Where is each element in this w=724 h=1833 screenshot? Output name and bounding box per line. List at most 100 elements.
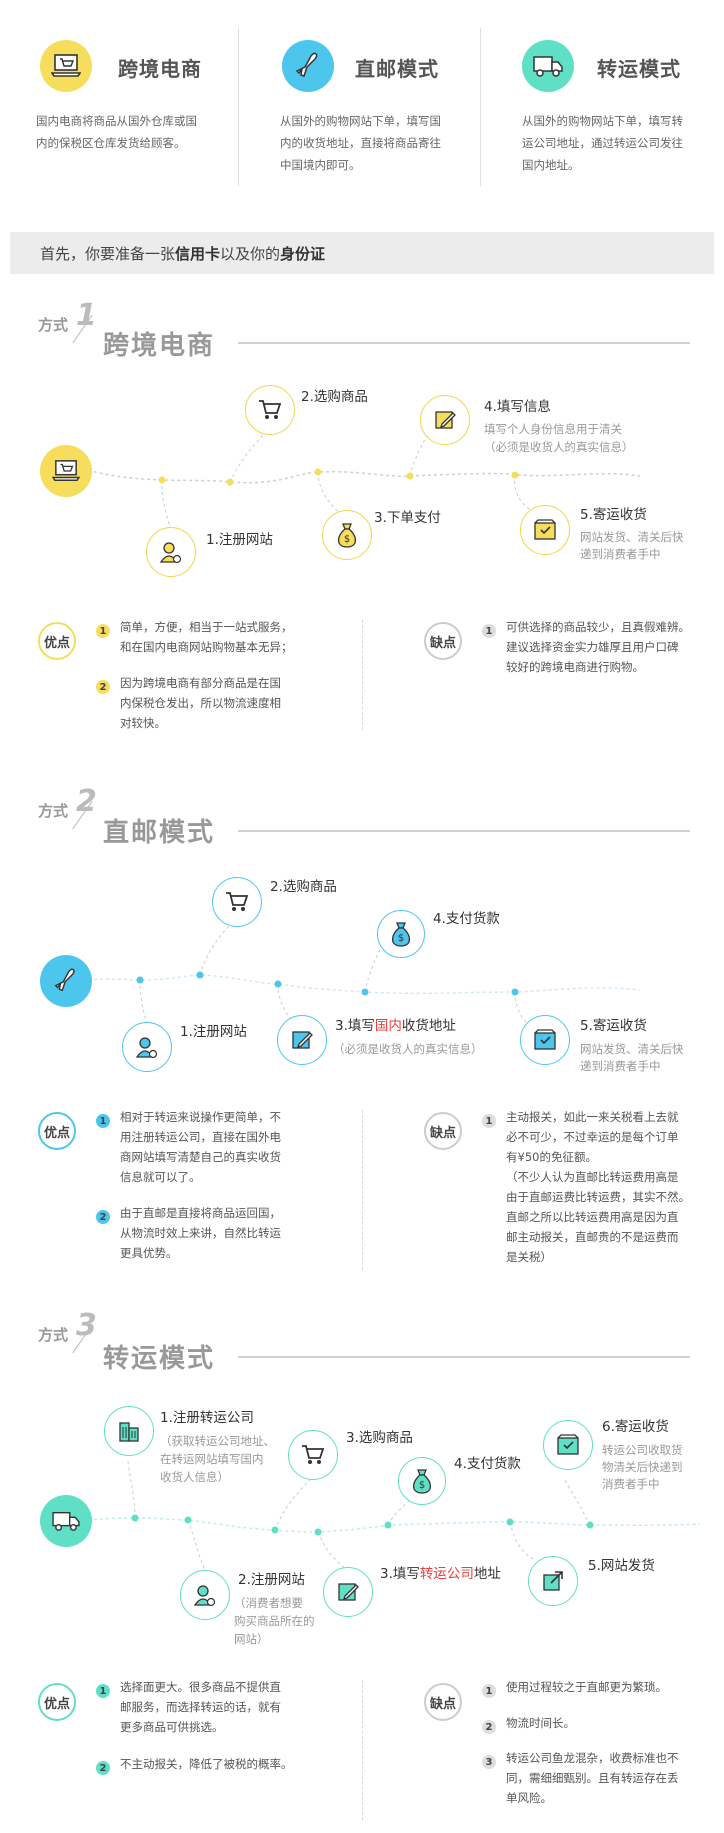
section-3-pro-1-text: 选择面更大。很多商品不提供直邮服务，而选择转运的话，就有更多商品可供挑选。 xyxy=(120,1680,281,1734)
section-3-pros-tag: 优点 xyxy=(38,1683,76,1721)
section-3-step-6-note-2: 物清关后快递到 xyxy=(602,1460,683,1474)
intro-cross-border-icon xyxy=(40,40,92,92)
section-3-divider xyxy=(362,1680,363,1820)
section-3-rule xyxy=(238,1356,690,1358)
section-1-title: 跨境电商 xyxy=(103,331,216,361)
section-1-step-4-note-2: （必须是收货人的真实信息） xyxy=(484,440,634,454)
money-bag-icon: $ xyxy=(398,1457,446,1505)
section-2-step-5-note-1: 网站发货、清关后快 xyxy=(580,1042,684,1056)
section-3-step-6-note-3: 消费者手中 xyxy=(602,1477,660,1491)
section-3-pro-2-number: 2 xyxy=(96,1761,110,1775)
shopping-cart-icon xyxy=(212,877,262,927)
section-1-rule xyxy=(238,342,690,344)
section-2-step-5-note-2: 递到消费者手中 xyxy=(580,1059,661,1073)
section-2-step-4: 4.支付货款 xyxy=(433,911,500,927)
intro-forwarding-icon xyxy=(522,40,574,92)
section-3-step-6: 6.寄运收货 xyxy=(602,1419,669,1435)
delivery-box-icon xyxy=(543,1420,593,1470)
banner-text-pre: 首先，你要准备一张 xyxy=(40,244,176,263)
section-3-con-1-number: 1 xyxy=(482,1684,496,1698)
section-3-step-1: 1.注册转运公司 xyxy=(160,1410,254,1426)
section-3-step-2: 2.注册网站 xyxy=(238,1572,305,1588)
section-3-step-1-note-2: 在转运网站填写国内 xyxy=(160,1452,264,1466)
section-1-way-label: 方式 xyxy=(38,316,69,334)
section-2-rule xyxy=(238,830,690,832)
section-3-step-5: 5.网站发货 xyxy=(588,1558,655,1574)
section-3-step-2-note-2: 购买商品所在的 xyxy=(234,1614,315,1628)
section-3-con-1-text: 使用过程较之于直邮更为繁琐。 xyxy=(506,1680,667,1694)
section-2-pro-2-number: 2 xyxy=(96,1210,110,1224)
section-1-step-5: 5.寄运收货 xyxy=(580,507,647,523)
section-2-step-5: 5.寄运收货 xyxy=(580,1018,647,1034)
ship-out-icon xyxy=(528,1556,578,1606)
fill-form-icon xyxy=(420,395,470,445)
intro-desc-cross-border: 国内电商将商品从国外仓库或国内的保税区仓库发货给顾客。 xyxy=(36,114,197,150)
section-1-step-2: 2.选购商品 xyxy=(301,389,368,405)
section-2-divider xyxy=(362,1110,363,1270)
section-3-step-1-note-3: 收货人信息） xyxy=(160,1470,229,1484)
banner-credit-card: 信用卡 xyxy=(175,244,221,263)
section-1-number: 1 xyxy=(76,298,97,333)
svg-text:$: $ xyxy=(419,1480,425,1491)
section-2-con-1-text: 主动报关，如此一来关税看上去就必不可少，不过幸运的是每个订单有¥50的免征额。（… xyxy=(506,1110,690,1264)
section-3-pro-1-number: 1 xyxy=(96,1684,110,1698)
intro-title-direct-mail: 直邮模式 xyxy=(355,57,439,81)
intro-desc-forwarding: 从国外的购物网站下单，填写转运公司地址，通过转运公司发往国内地址。 xyxy=(522,114,683,172)
section-2-step-1: 1.注册网站 xyxy=(180,1024,247,1040)
section-3-step-3: 3.选购商品 xyxy=(346,1430,413,1446)
section-1-cons-tag: 缺点 xyxy=(424,622,462,660)
section-2-title: 直邮模式 xyxy=(103,818,216,848)
section-3-start-icon xyxy=(40,1495,92,1547)
section-2-pros-tag: 优点 xyxy=(38,1112,76,1150)
section-3-cons-tag: 缺点 xyxy=(424,1683,462,1721)
section-2-con-1-number: 1 xyxy=(482,1114,496,1128)
svg-text:$: $ xyxy=(398,933,404,944)
register-user-icon xyxy=(180,1570,230,1620)
shopping-cart-icon xyxy=(245,385,295,435)
building-icon xyxy=(104,1406,154,1456)
section-1-step-5-note-1: 网站发货、清关后快 xyxy=(580,530,684,544)
intro-title-cross-border: 跨境电商 xyxy=(118,57,202,81)
section-3-step-2-note-3: 网站） xyxy=(234,1632,269,1646)
intro-divider xyxy=(238,28,239,186)
section-2-start-icon xyxy=(40,955,92,1007)
section-2-step-3-note: （必须是收货人的真实信息） xyxy=(333,1042,483,1056)
section-3-step-6-note-1: 转运公司收取货 xyxy=(602,1443,683,1457)
section-1-step-1: 1.注册网站 xyxy=(206,532,273,548)
section-1-pro-2-text: 因为跨境电商有部分商品是在国内保税仓发出，所以物流速度相对较快。 xyxy=(120,676,281,730)
banner-id-card: 身份证 xyxy=(280,244,326,263)
section-2-number: 2 xyxy=(76,784,97,819)
section-2-step-3: 3.填写国内收货地址 xyxy=(335,1018,456,1034)
section-1-pros-tag: 优点 xyxy=(38,622,76,660)
section-1-con-1-text: 可供选择的商品较少，且真假难辨。建议选择资金实力雄厚且用户口碑较好的跨境电商进行… xyxy=(506,620,690,674)
section-1-step-4: 4.填写信息 xyxy=(484,399,551,415)
section-3-step-4: 4.支付货款 xyxy=(454,1456,521,1472)
banner-text-mid: 以及你的 xyxy=(220,244,281,263)
section-2-cons-tag: 缺点 xyxy=(424,1112,462,1150)
section-1-step-5-note-2: 递到消费者手中 xyxy=(580,547,661,561)
section-1-divider xyxy=(362,620,363,730)
intro-direct-mail-icon xyxy=(282,40,334,92)
section-3-step-3b: 3.填写转运公司地址 xyxy=(380,1566,501,1582)
section-3-con-2-text: 物流时间长。 xyxy=(506,1716,575,1730)
section-1-step-4-note-1: 填写个人身份信息用于清关 xyxy=(484,422,622,436)
section-2-pro-2-text: 由于直邮是直接将商品运回国，从物流时效上来讲，自然比转运更具优势。 xyxy=(120,1206,281,1260)
fill-form-icon xyxy=(323,1567,373,1617)
section-3-way-label: 方式 xyxy=(38,1326,69,1344)
section-1-step-3: 3.下单支付 xyxy=(374,510,441,526)
section-3-con-3-number: 3 xyxy=(482,1755,496,1769)
section-2-pro-1-number: 1 xyxy=(96,1114,110,1128)
register-user-icon xyxy=(122,1022,172,1072)
section-3-pro-2-text: 不主动报关，降低了被税的概率。 xyxy=(120,1757,293,1771)
section-2-pro-1-text: 相对于转运来说操作更简单，不用注册转运公司，直接在国外电商网站填写清楚自己的真实… xyxy=(120,1110,281,1184)
money-bag-icon: $ xyxy=(322,510,372,560)
section-1-con-1-number: 1 xyxy=(482,624,496,638)
register-user-icon xyxy=(146,527,196,577)
section-1-pro-2-number: 2 xyxy=(96,680,110,694)
delivery-box-icon xyxy=(520,1015,570,1065)
section-3-title: 转运模式 xyxy=(103,1344,216,1374)
intro-divider xyxy=(480,28,481,186)
prerequisite-banner: 首先，你要准备一张信用卡以及你的身份证 xyxy=(10,232,714,274)
section-2-way-label: 方式 xyxy=(38,802,69,820)
